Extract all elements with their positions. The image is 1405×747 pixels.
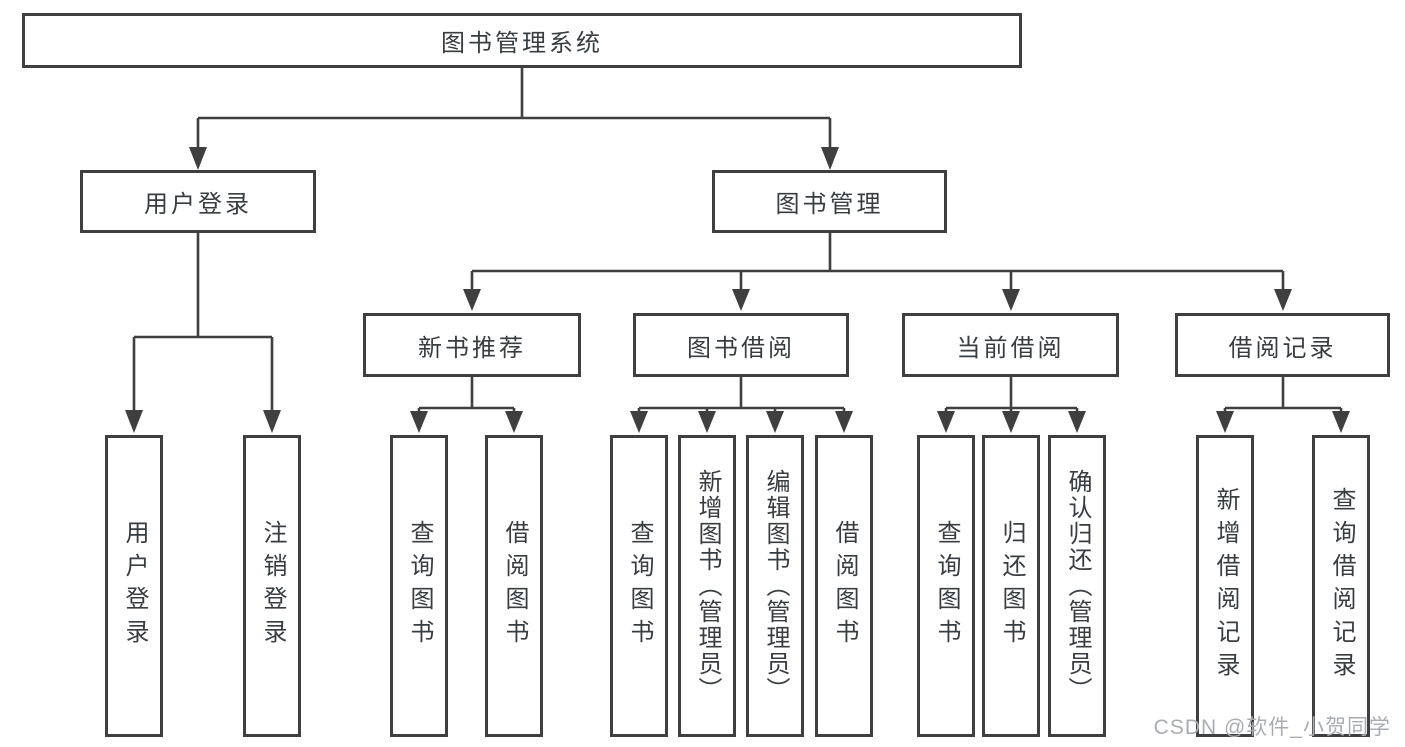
leaf-borrow-books-recommend: 借阅图书: [485, 435, 543, 737]
node-label: 图书借阅: [687, 334, 795, 362]
leaf-label: 查询图书: [406, 520, 433, 652]
node-root-library-system: 图书管理系统: [22, 13, 1022, 68]
node-current-borrowing: 当前借阅: [902, 313, 1119, 377]
leaf-label: 用户登录: [121, 520, 148, 652]
leaf-query-books-borrowing: 查询图书: [610, 435, 668, 737]
node-borrowing-records: 借阅记录: [1175, 313, 1390, 377]
leaf-label: 借阅图书: [831, 520, 858, 652]
leaf-borrow-books: 借阅图书: [815, 435, 873, 737]
leaf-label: 归还图书: [998, 520, 1025, 652]
leaf-label: 查询图书: [626, 520, 653, 652]
node-new-book-recommendation: 新书推荐: [363, 313, 581, 377]
leaf-label: 新增图书（管理员）: [694, 469, 721, 703]
node-book-borrowing: 图书借阅: [633, 313, 849, 377]
node-label: 用户登录: [144, 191, 252, 218]
leaf-label: 借阅图书: [501, 520, 528, 652]
leaf-edit-book-admin: 编辑图书（管理员）: [746, 435, 804, 737]
leaf-label: 编辑图书（管理员）: [762, 469, 789, 703]
leaf-logout: 注销登录: [243, 435, 301, 737]
node-label: 新书推荐: [418, 334, 526, 362]
csdn-watermark: CSDN @软件_小贺同学: [1153, 716, 1391, 739]
leaf-query-books-current: 查询图书: [917, 435, 975, 737]
node-book-management: 图书管理: [712, 170, 947, 233]
leaf-label: 查询借阅记录: [1328, 487, 1355, 685]
node-user-login: 用户登录: [80, 170, 316, 233]
leaf-query-books-recommend: 查询图书: [390, 435, 448, 737]
leaf-user-login: 用户登录: [105, 435, 163, 737]
leaf-add-book-admin: 新增图书（管理员）: [678, 435, 736, 737]
leaf-label: 新增借阅记录: [1212, 487, 1239, 685]
leaf-label: 确认归还（管理员）: [1064, 469, 1091, 703]
node-label: 借阅记录: [1228, 334, 1337, 362]
leaf-confirm-return-admin: 确认归还（管理员）: [1048, 435, 1106, 737]
leaf-return-books: 归还图书: [982, 435, 1040, 737]
leaf-query-borrow-record: 查询借阅记录: [1312, 435, 1370, 737]
leaf-add-borrow-record: 新增借阅记录: [1196, 435, 1254, 737]
node-label: 图书管理系统: [441, 30, 603, 57]
node-label: 当前借阅: [956, 334, 1065, 362]
leaf-label: 查询图书: [933, 520, 960, 652]
node-label: 图书管理: [775, 191, 884, 218]
leaf-label: 注销登录: [259, 520, 286, 652]
